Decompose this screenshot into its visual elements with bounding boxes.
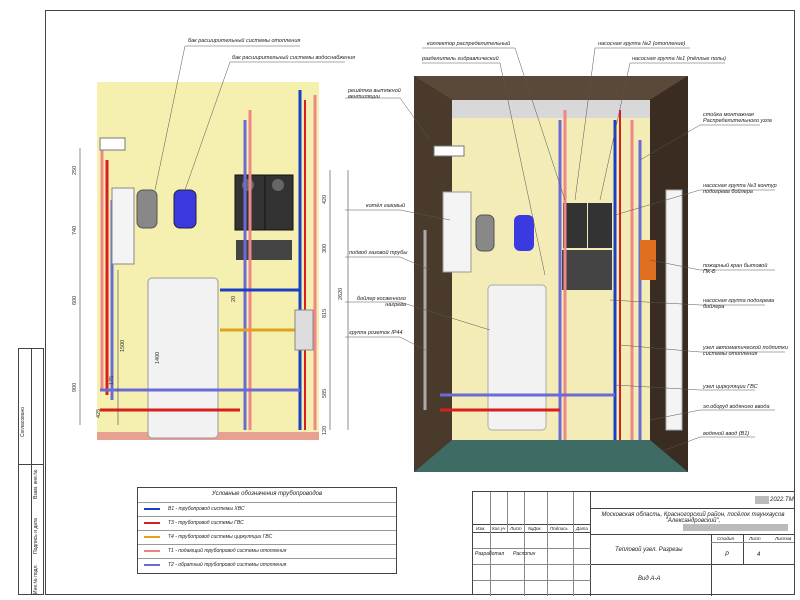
- legend-text: Т2 - обратный трубопровод системы отопле…: [168, 562, 287, 568]
- tb-stage-label: Стадия: [717, 536, 734, 541]
- tb-drawing-title: Тепловой узел. Разрезы: [615, 547, 683, 553]
- tb-developed: Разработал: [475, 551, 505, 557]
- legend-title: Условные обозначения трубопроводов: [211, 491, 323, 497]
- legend-row: Т1 - подающий трубопровод системы отопле…: [138, 544, 396, 557]
- label-rack: стойка монтажная Распределительного узла: [703, 112, 772, 124]
- redacted-address: [683, 524, 788, 531]
- tb-code: 2022.ТМ: [770, 497, 794, 503]
- tb-h-kol: Кол.уч: [492, 526, 506, 531]
- stamp-sign: Подпись и дата: [33, 518, 39, 554]
- label-boiler: котёл газовый: [366, 203, 406, 209]
- legend-text: Т4 - трубопровод системы циркуляции ГВС: [168, 534, 273, 540]
- tb-h-doc: №Док.: [528, 526, 542, 531]
- stamp-agreed: Согласовано: [20, 406, 26, 437]
- tb-address: Московская область, Красногорский район,…: [601, 512, 785, 524]
- label-indirect-boiler: бойлер косвенного нагрева: [357, 296, 406, 308]
- legend-swatch-t4: [144, 536, 160, 538]
- title-block: Изм. Кол.уч Лист №Док. Подпись Дата Разр…: [472, 491, 795, 596]
- label-water-inlet: водяной ввод (В1): [703, 431, 750, 437]
- tb-h-sign: Подпись: [550, 526, 568, 531]
- legend-text: В1 - трубопровод системы ХВС: [168, 506, 245, 512]
- tb-h-list: Лист: [510, 526, 522, 531]
- stamp-inv: Инв.№ подл.: [33, 564, 39, 594]
- tb-h-date: Дата: [576, 526, 588, 531]
- label-pump-boiler: насосная группа подогрева бойлера: [703, 298, 774, 310]
- indirect-boiler: [147, 277, 219, 439]
- label-grille: решётка вытяжной вентиляции: [348, 88, 401, 100]
- label-fire-hydrant: пожарный кран бытовой ПК-Б: [703, 263, 768, 275]
- tb-view: Вид А-А: [638, 576, 661, 582]
- label-pump2: насосная группа №2 (отопление): [598, 41, 686, 47]
- expansion-tank-heating: [136, 189, 158, 229]
- legend-row: Т2 - обратный трубопровод системы отопле…: [138, 558, 396, 571]
- redacted-block: [755, 496, 769, 504]
- label-separator: разделитель гидравлический: [422, 56, 499, 62]
- legend-swatch-t2: [144, 564, 160, 566]
- label-expansion-water: бак расширительный системы водоснабжения: [232, 55, 356, 61]
- legend-row: Т4 - трубопровод системы циркуляции ГВС: [138, 530, 396, 543]
- tb-sheet: 4: [757, 552, 761, 558]
- legend-text: Т3 - трубопровод системы ГВС: [168, 520, 244, 526]
- label-pump1: насосная группа №1 (тёплые полы): [632, 56, 726, 62]
- legend-swatch-t3: [144, 522, 160, 524]
- tb-sheets-label: Листов: [775, 536, 792, 541]
- label-entry-equipment: эл.оборуд водяного ввода: [703, 404, 770, 410]
- drawing-frame: [45, 10, 795, 595]
- label-pump3: насосная группа №3 контур подогрева бойл…: [703, 183, 777, 195]
- label-expansion-heating: бак расширительный системы отопления: [188, 38, 301, 44]
- label-gas-pipe: подвод газовой трубы: [349, 250, 408, 256]
- label-dhw-circulation: узел циркуляции ГВС: [703, 384, 758, 390]
- legend-text: Т1 - подающий трубопровод системы отопле…: [168, 548, 287, 554]
- pipe-legend: Условные обозначения трубопроводов В1 - …: [137, 487, 397, 574]
- tb-stage: Р: [725, 552, 730, 558]
- tb-developer: Распопин: [513, 551, 536, 557]
- label-socket: группа розеток IP44: [349, 330, 403, 336]
- label-autofill: узел автоматической подпитки системы ото…: [703, 345, 788, 357]
- tb-h-izm: Изм.: [476, 526, 486, 531]
- legend-swatch-v1: [144, 508, 160, 510]
- tb-sheet-label: Лист: [749, 536, 761, 541]
- legend-swatch-t1: [144, 550, 160, 552]
- label-collector: коллектор распределительный: [427, 41, 511, 47]
- legend-row: В1 - трубопровод системы ХВС: [138, 502, 396, 515]
- stamp-replace: Взам. инв.№: [33, 469, 39, 499]
- legend-row: Т3 - трубопровод системы ГВС: [138, 516, 396, 529]
- side-stamp: Согласовано Инв.№ подл. Подпись и дата В…: [18, 348, 44, 595]
